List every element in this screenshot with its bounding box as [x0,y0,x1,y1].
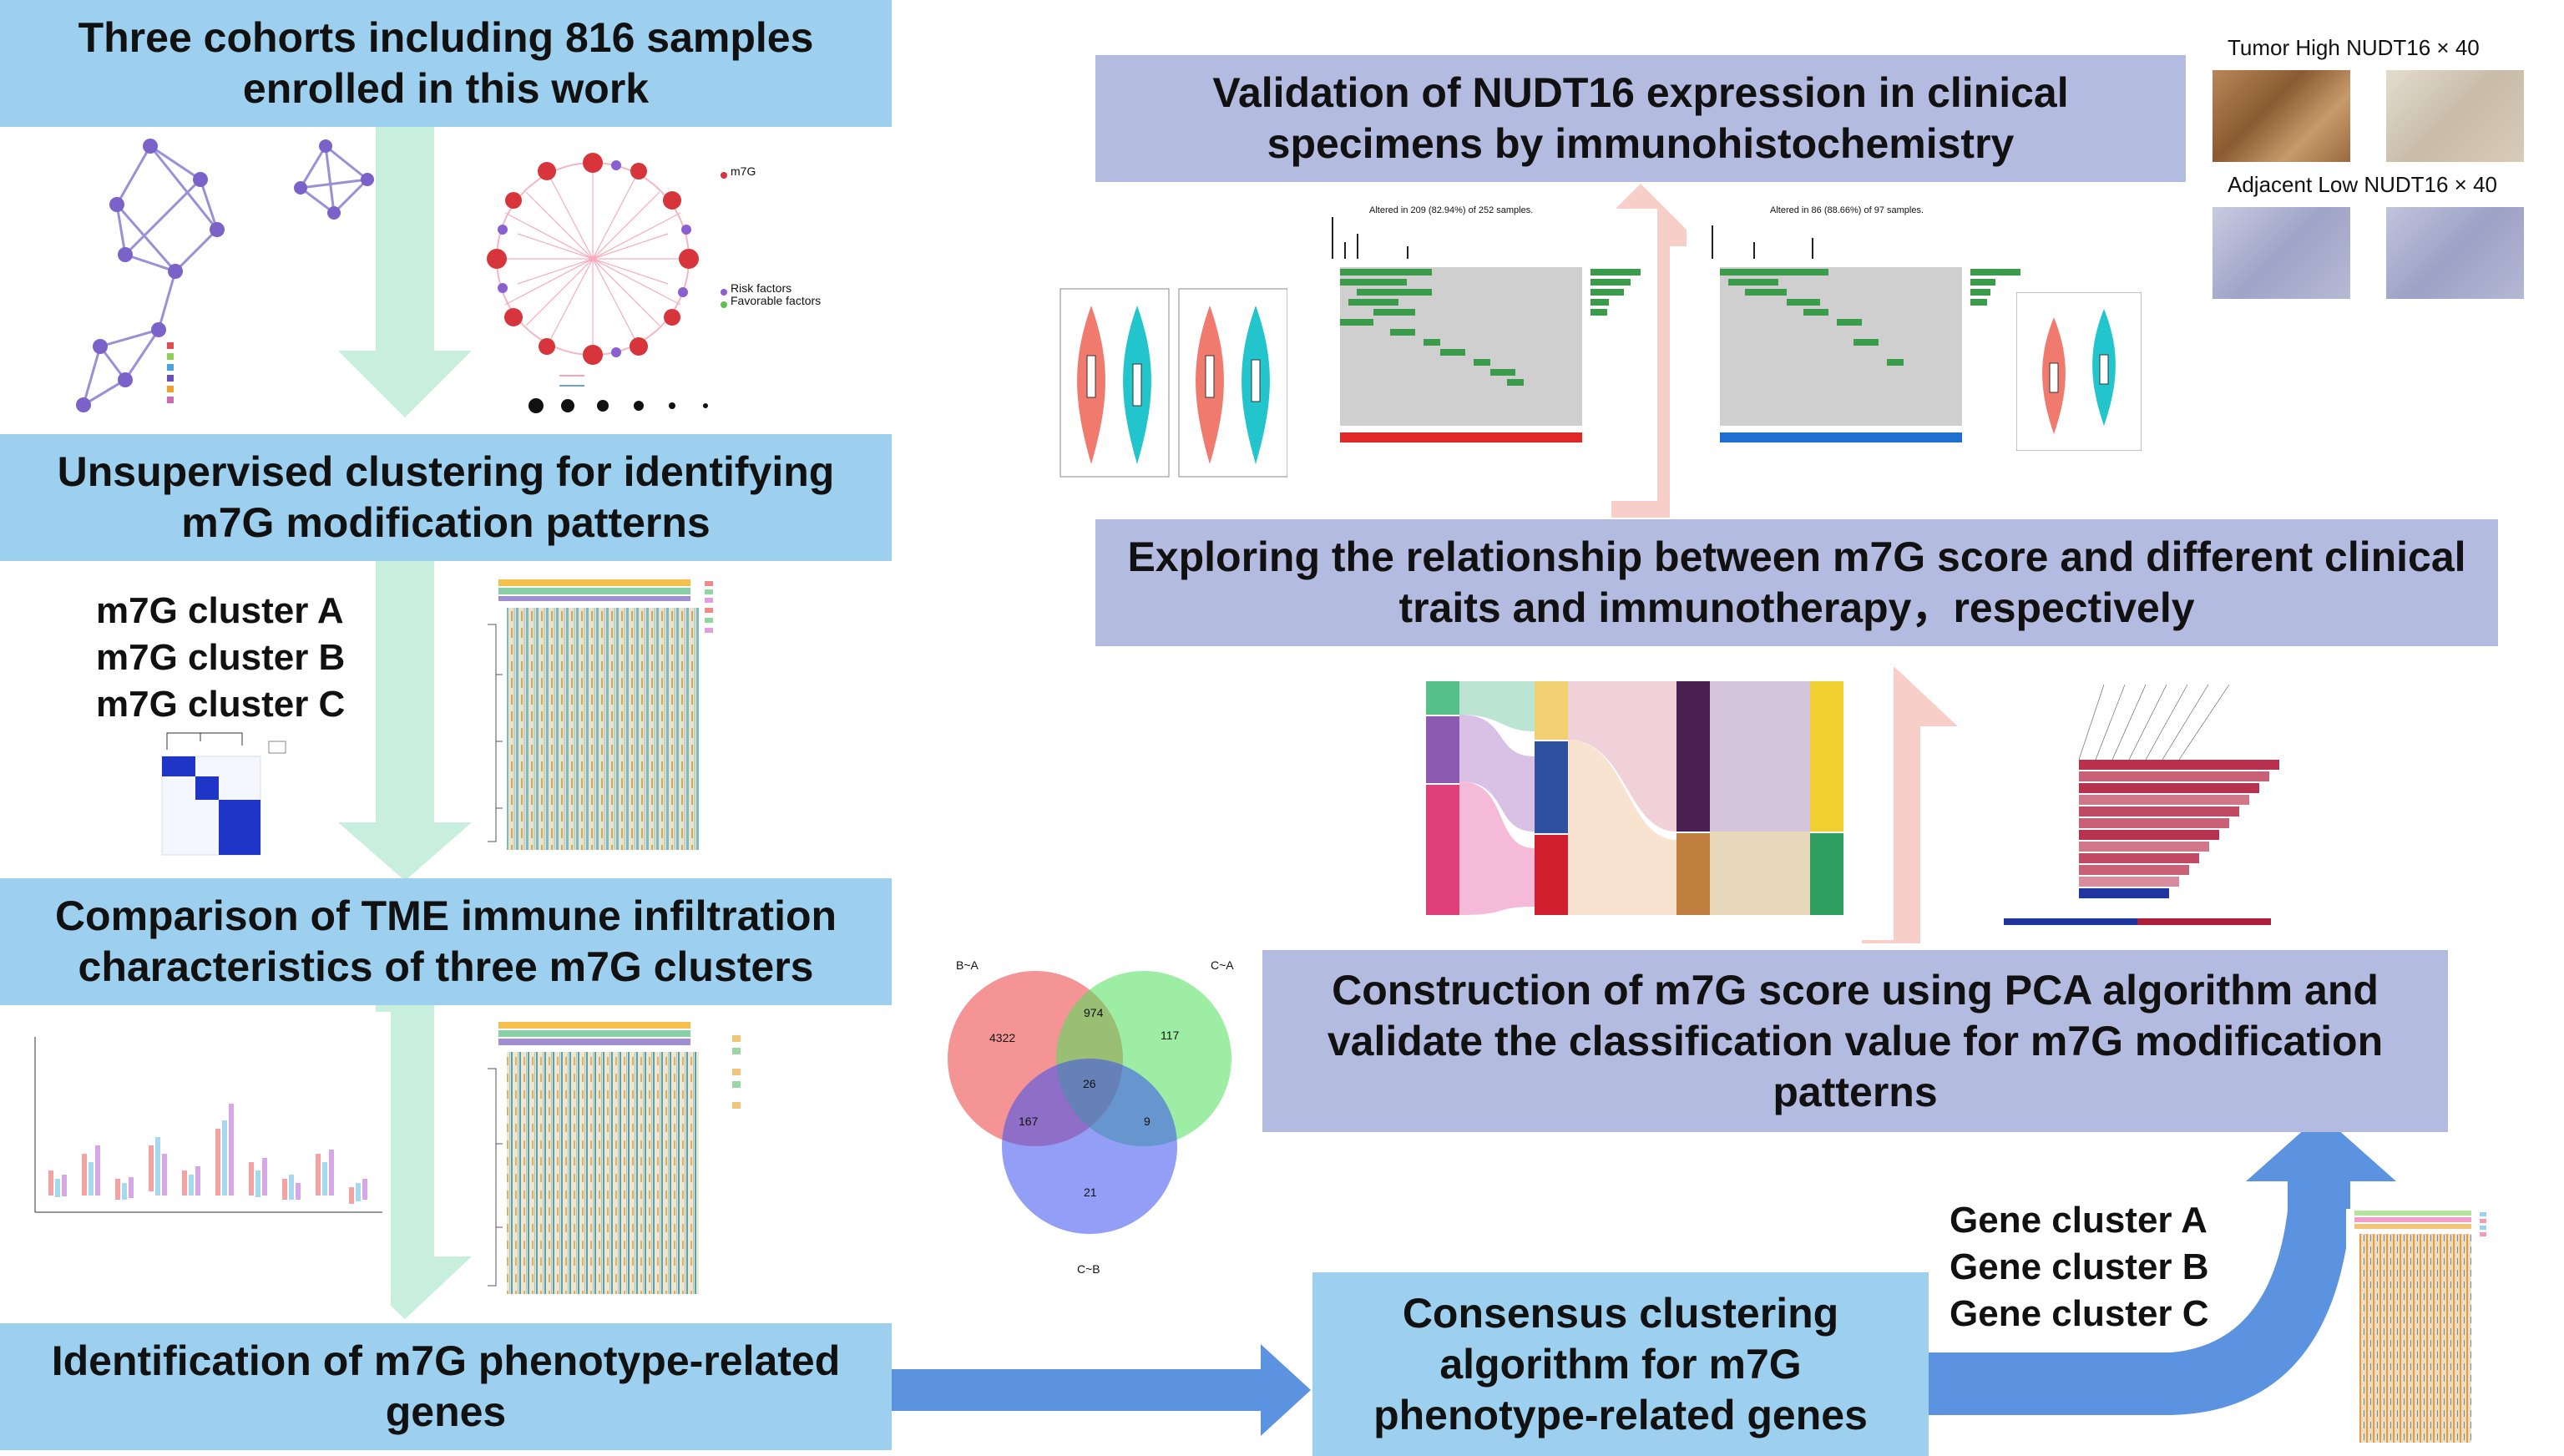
correlation-circle-network [487,153,727,413]
step-tme-comparison: Comparison of TME immune infiltration ch… [0,878,892,1005]
ihc-tumor-image-1 [2213,70,2350,162]
heatmap-gene-clusters [2346,1209,2513,1451]
m7g-cluster-b: m7G cluster B [96,637,346,678]
step-phenotype-text: Identification of m7G phenotype-related … [51,1337,841,1435]
network-legend-favorable: Favorable factors [731,294,822,307]
step-unsupervised-clustering: Unsupervised clustering for identifying … [0,434,892,561]
step-unsupervised-text: Unsupervised clustering for identifying … [57,448,835,546]
step-m7g-score-construction: Construction of m7G score using PCA algo… [1262,950,2448,1132]
ihc-adjacent-image-1 [2213,207,2350,299]
blue-arrows [892,1115,2396,1436]
alluvial-diagram [1426,665,1894,940]
step-tme-text: Comparison of TME immune infiltration ch… [54,892,837,990]
immune-infiltration-boxplot [7,1012,391,1321]
ihc-adjacent-image-2 [2386,207,2524,299]
step-cohorts-text: Three cohorts including 816 samples enro… [78,14,814,112]
m7g-cluster-labels: m7G cluster A m7G cluster B m7G cluster … [96,588,345,728]
step-cohorts: Three cohorts including 816 samples enro… [0,0,892,127]
gene-cluster-labels: Gene cluster A Gene cluster B Gene clust… [1950,1197,2209,1337]
venn-count-ba-cb: 167 [1019,1115,1039,1128]
step-consensus-clustering: Consensus clustering algorithm for m7G p… [1312,1272,1929,1456]
venn-label-cb: C~B [1077,1262,1100,1276]
network-legend-risk: Risk factors [731,281,792,295]
heatmap-m7g-clusters [486,574,770,858]
step-ihc-text: Validation of NUDT16 expression in clini… [1212,69,2069,167]
gene-cluster-b: Gene cluster B [1950,1246,2209,1287]
ihc-tumor-label: Tumor High NUDT16 × 40 [2228,35,2480,60]
oncoprint-left-title: Altered in 209 (82.94%) of 252 samples. [1369,205,1534,215]
venn-count-ca-only: 117 [1161,1029,1180,1042]
venn-count-cb-only: 21 [1084,1186,1097,1199]
oncoprint-right-title: Altered in 86 (88.66%) of 97 samples. [1770,205,1924,215]
step-clinical-text: Exploring the relationship between m7G s… [1127,533,2466,631]
gene-cluster-a: Gene cluster A [1950,1200,2207,1241]
consensus-matrix-heatmap [150,725,301,875]
correlation-triangle [1970,668,2304,943]
heatmap-tme [486,1019,770,1302]
m7g-cluster-a: m7G cluster A [96,590,344,631]
ihc-adjacent-label: Adjacent Low NUDT16 × 40 [2228,172,2498,197]
venn-label-ca: C~A [1211,958,1234,972]
oncoprint-right [1687,209,2037,501]
step-clinical-traits: Exploring the relationship between m7G s… [1095,519,2498,646]
gene-cluster-c: Gene cluster C [1950,1293,2209,1334]
step-ihc-validation: Validation of NUDT16 expression in clini… [1095,55,2186,182]
oncoprint-left [1307,209,1657,501]
venn-count-ba-ca: 974 [1084,1006,1104,1019]
venn-count-center: 26 [1083,1077,1096,1090]
violin-plot-immunotherapy [2016,292,2142,451]
venn-count-ca-cb: 9 [1144,1115,1151,1128]
m7g-cluster-c: m7G cluster C [96,684,346,725]
network-legend-m7g: m7G [731,164,756,178]
venn-diagram [948,971,1231,1234]
go-network-graph [76,139,374,412]
venn-label-ba: B~A [956,958,979,972]
step-consensus-text: Consensus clustering algorithm for m7G p… [1373,1289,1868,1438]
green-arrows [338,127,472,1319]
violin-plots-grade-stage [1054,264,1287,506]
ihc-tumor-image-2 [2386,70,2524,162]
venn-count-ba-only: 4322 [989,1031,1016,1044]
step-phenotype-genes: Identification of m7G phenotype-related … [0,1323,892,1450]
step-pca-text: Construction of m7G score using PCA algo… [1327,966,2384,1115]
